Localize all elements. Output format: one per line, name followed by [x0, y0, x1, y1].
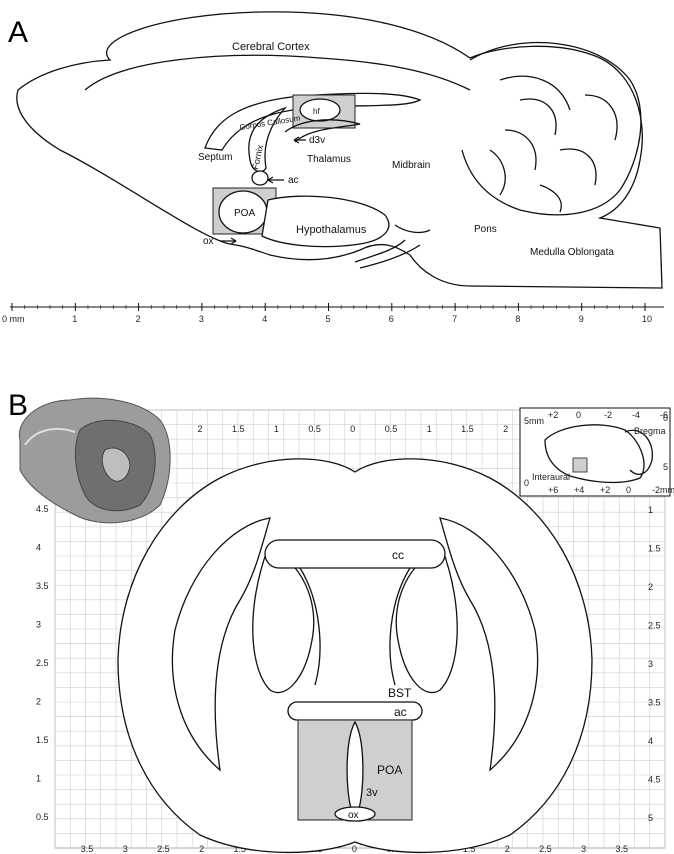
left-scale-label: 4 — [36, 543, 41, 553]
bottom-scale-label: 2.5 — [539, 844, 552, 854]
top-scale-label: 0 — [350, 424, 355, 434]
bottom-scale-label: 0 — [352, 844, 357, 854]
mm-tick-label: 5 — [326, 314, 331, 324]
left-scale-label: 0.5 — [36, 812, 49, 822]
left-scale-label: 1.5 — [36, 735, 49, 745]
cerebellum — [462, 43, 641, 215]
inset-bregma: Bregma — [634, 426, 666, 436]
label-d3v: d3v — [309, 135, 325, 146]
right-scale-label: 5 — [648, 813, 653, 823]
panel-a: A Cerebral Cortex Corpus — [2, 12, 664, 324]
left-scale-label: 2.5 — [36, 658, 49, 668]
inset-top-tick: -6 — [660, 410, 668, 420]
bottom-scale-label: 3.5 — [81, 844, 94, 854]
inset-five-right: 5 — [663, 462, 668, 472]
left-scale-label: 1 — [36, 774, 41, 784]
left-scale-label: 3 — [36, 620, 41, 630]
mm-tick-label: 1 — [72, 314, 77, 324]
label-pons: Pons — [474, 224, 497, 235]
bottom-scale-label: 2.5 — [157, 844, 170, 854]
hf-shape — [300, 99, 340, 121]
ac-arrow-a — [268, 177, 284, 183]
bottom-scale-label: 2 — [199, 844, 204, 854]
hypothalamus-shape — [262, 196, 389, 247]
inset-top-tick: +2 — [548, 410, 558, 420]
mm-tick-label: 3 — [199, 314, 204, 324]
label-thalamus: Thalamus — [307, 154, 351, 165]
right-scale-label: 4.5 — [648, 775, 661, 785]
mm-tick-label: 4 — [262, 314, 267, 324]
top-scale-label: 0.5 — [385, 424, 398, 434]
inset-interaural: Interaural — [532, 472, 570, 482]
label-hypothalamus: Hypothalamus — [296, 224, 367, 236]
bottom-scale: 3.532.521.510.500.511.522.533.5 — [81, 844, 628, 854]
label-ac-a: ac — [288, 175, 299, 186]
top-scale-label: 1 — [427, 424, 432, 434]
mm-tick-label: 10 — [642, 314, 652, 324]
right-scale-label: 2 — [648, 582, 653, 592]
label-fornix: Fornix — [250, 143, 265, 170]
mm-tick-label: 9 — [579, 314, 584, 324]
inset-top-tick: -4 — [632, 410, 640, 420]
top-scale-label: 1 — [274, 424, 279, 434]
bottom-scale-label: 3 — [581, 844, 586, 854]
inset-bottom-tick: +2 — [600, 485, 610, 495]
label-ox-a: ox — [203, 236, 214, 247]
label-3v: 3v — [366, 787, 378, 799]
label-poa-a: POA — [234, 208, 255, 219]
cc-shape — [265, 540, 445, 568]
label-midbrain: Midbrain — [392, 160, 430, 171]
mm-tick-label: 7 — [452, 314, 457, 324]
panel-a-letter: A — [8, 16, 28, 49]
bottom-scale-label: 3.5 — [616, 844, 629, 854]
inset-top-tick: -2 — [604, 410, 612, 420]
mm-tick-label: 8 — [515, 314, 520, 324]
label-poa-b: POA — [377, 763, 402, 777]
right-scale-label: 1 — [648, 505, 653, 515]
right-scale-label: 4 — [648, 736, 653, 746]
mm-tick-label: 6 — [389, 314, 394, 324]
mm-scale: 1 2 3 4 5 6 7 8 9 10 0 mm — [2, 303, 664, 324]
mm-tick-label: 2 — [136, 314, 141, 324]
left-scale-label: 2 — [36, 697, 41, 707]
inset-bottom-tick: +4 — [574, 485, 584, 495]
ac-shape-a — [252, 171, 268, 185]
label-septum: Septum — [198, 152, 232, 163]
bottom-scale-label: 2 — [505, 844, 510, 854]
top-scale-label: 2 — [503, 424, 508, 434]
top-scale-label: 1.5 — [461, 424, 474, 434]
inset-bottom-tick: +6 — [548, 485, 558, 495]
label-bst: BST — [388, 686, 412, 700]
panel-b: B 2 1.5 1 0.5 0 0.5 1 1.5 2 3.5 3 2.5 2 1.5 1 0.5 0 0.5 1… — [8, 389, 674, 854]
right-scale-label: 3 — [648, 659, 653, 669]
label-hf: hf — [313, 107, 320, 116]
right-scale-label: 1.5 — [648, 544, 661, 554]
left-scale-label: 3.5 — [36, 581, 49, 591]
top-scale-label: 1.5 — [232, 424, 245, 434]
right-scale-label: 3.5 — [648, 698, 661, 708]
label-ox-b: ox — [348, 810, 359, 821]
inset-zero-left: 0 — [524, 478, 529, 488]
inset-bottom-tick: -2mm — [652, 485, 674, 495]
left-scale-label: 4.5 — [36, 504, 49, 514]
inset-5mm: 5mm — [524, 416, 544, 426]
label-cerebral-cortex: Cerebral Cortex — [232, 41, 310, 53]
label-medulla: Medulla Oblongata — [530, 247, 614, 258]
label-ac-b: ac — [394, 705, 407, 719]
inset-bottom-tick: 0 — [626, 485, 631, 495]
bottom-scale-label: 3 — [123, 844, 128, 854]
right-scale-label: 2.5 — [648, 621, 661, 631]
cortex-boundary — [85, 55, 470, 90]
top-scale: 2 1.5 1 0.5 0 0.5 1 1.5 2 — [197, 424, 508, 434]
top-scale-label: 2 — [197, 424, 202, 434]
inset-top-tick: 0 — [576, 410, 581, 420]
panel-b-letter: B — [8, 389, 28, 422]
label-cc: cc — [392, 548, 404, 562]
mm-scale-zero: 0 mm — [2, 314, 25, 324]
bregma-inset: 5mm 0 0 5 Bregma Interaural +2 0 -2 -4 -6 +6… — [520, 408, 674, 496]
label-corpus-callosum: Corpus Callosum — [239, 113, 301, 132]
left-scale: 4.5 4 3.5 3 2.5 2 1.5 1 0.5 — [36, 504, 49, 822]
top-scale-label: 0.5 — [308, 424, 321, 434]
